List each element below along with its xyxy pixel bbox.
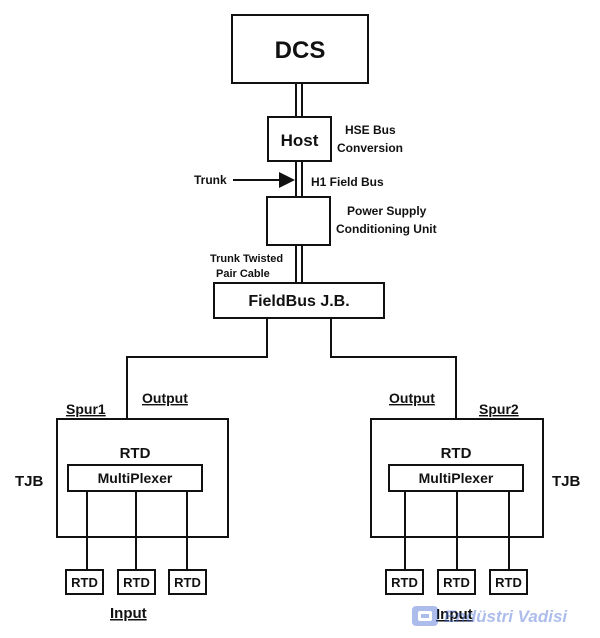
- right-rtd-sensor-label: RTD: [443, 575, 470, 590]
- right-output-label: Output: [389, 390, 435, 406]
- left-multiplexer-label: MultiPlexer: [98, 470, 173, 486]
- hse-bus-label: HSE Bus: [345, 123, 396, 137]
- trunk-twisted-pair-line: [295, 245, 303, 283]
- hse-bus-line: [295, 83, 303, 117]
- host-label: Host: [281, 131, 319, 150]
- right-tjb-label: TJB: [552, 473, 581, 490]
- host-box: [267, 116, 332, 162]
- left-rtd-sensor-box: [65, 569, 104, 595]
- conditioning-unit-label: Conditioning Unit: [336, 222, 437, 236]
- right-rtd-sensor-label: RTD: [391, 575, 418, 590]
- watermark-logo: Endüstri Vadisi: [412, 606, 568, 626]
- pair-cable-label: Pair Cable: [216, 268, 270, 280]
- right-rtd-sensor-box: [385, 569, 424, 595]
- right-multiplexer-label: MultiPlexer: [419, 470, 494, 486]
- spur1-wire: [126, 318, 268, 419]
- right-rtd-sensor-box: [489, 569, 528, 595]
- h1-field-bus-line: [295, 161, 303, 197]
- right-input-label: Input: [436, 606, 473, 623]
- dcs-box: [231, 14, 369, 84]
- fieldbus-jb-box: [213, 282, 385, 319]
- hse-conversion-label: Conversion: [337, 141, 403, 155]
- spur2-label: Spur2: [479, 401, 519, 417]
- spur1-label: Spur1: [66, 401, 106, 417]
- tjb-right: Output Spur2 RTD MultiPlexer TJB RTD RTD…: [370, 390, 581, 623]
- dcs-label: DCS: [275, 37, 326, 64]
- left-rtd-sensor-label: RTD: [71, 575, 98, 590]
- left-tjb-label: TJB: [15, 473, 44, 490]
- watermark-brand: Endüstri Vadisi: [444, 607, 568, 626]
- left-output-label: Output: [142, 390, 188, 406]
- left-rtd-sensor-label: RTD: [174, 575, 201, 590]
- power-supply-box: [266, 196, 331, 246]
- right-multiplexer-box: [388, 464, 524, 492]
- right-rtd-label: RTD: [441, 445, 472, 462]
- tjb-left: Spur1 Output RTD MultiPlexer TJB RTD RTD…: [15, 390, 229, 622]
- left-rtd-sensor-label: RTD: [123, 575, 150, 590]
- watermark-emblem-icon: [412, 606, 438, 626]
- fieldbus-jb-label: FieldBus J.B.: [248, 293, 349, 310]
- left-input-label: Input: [110, 605, 147, 622]
- trunk-label: Trunk: [194, 173, 227, 187]
- spur2-wire: [330, 318, 457, 419]
- h1-field-bus-label: H1 Field Bus: [311, 175, 384, 189]
- trunk-twisted-label: Trunk Twisted: [210, 253, 283, 265]
- power-supply-label: Power Supply: [347, 204, 427, 218]
- right-rtd-sensor-label: RTD: [495, 575, 522, 590]
- left-rtd-sensor-box: [168, 569, 207, 595]
- right-rtd-sensor-box: [437, 569, 476, 595]
- left-rtd-label: RTD: [120, 445, 151, 462]
- left-rtd-sensor-box: [117, 569, 156, 595]
